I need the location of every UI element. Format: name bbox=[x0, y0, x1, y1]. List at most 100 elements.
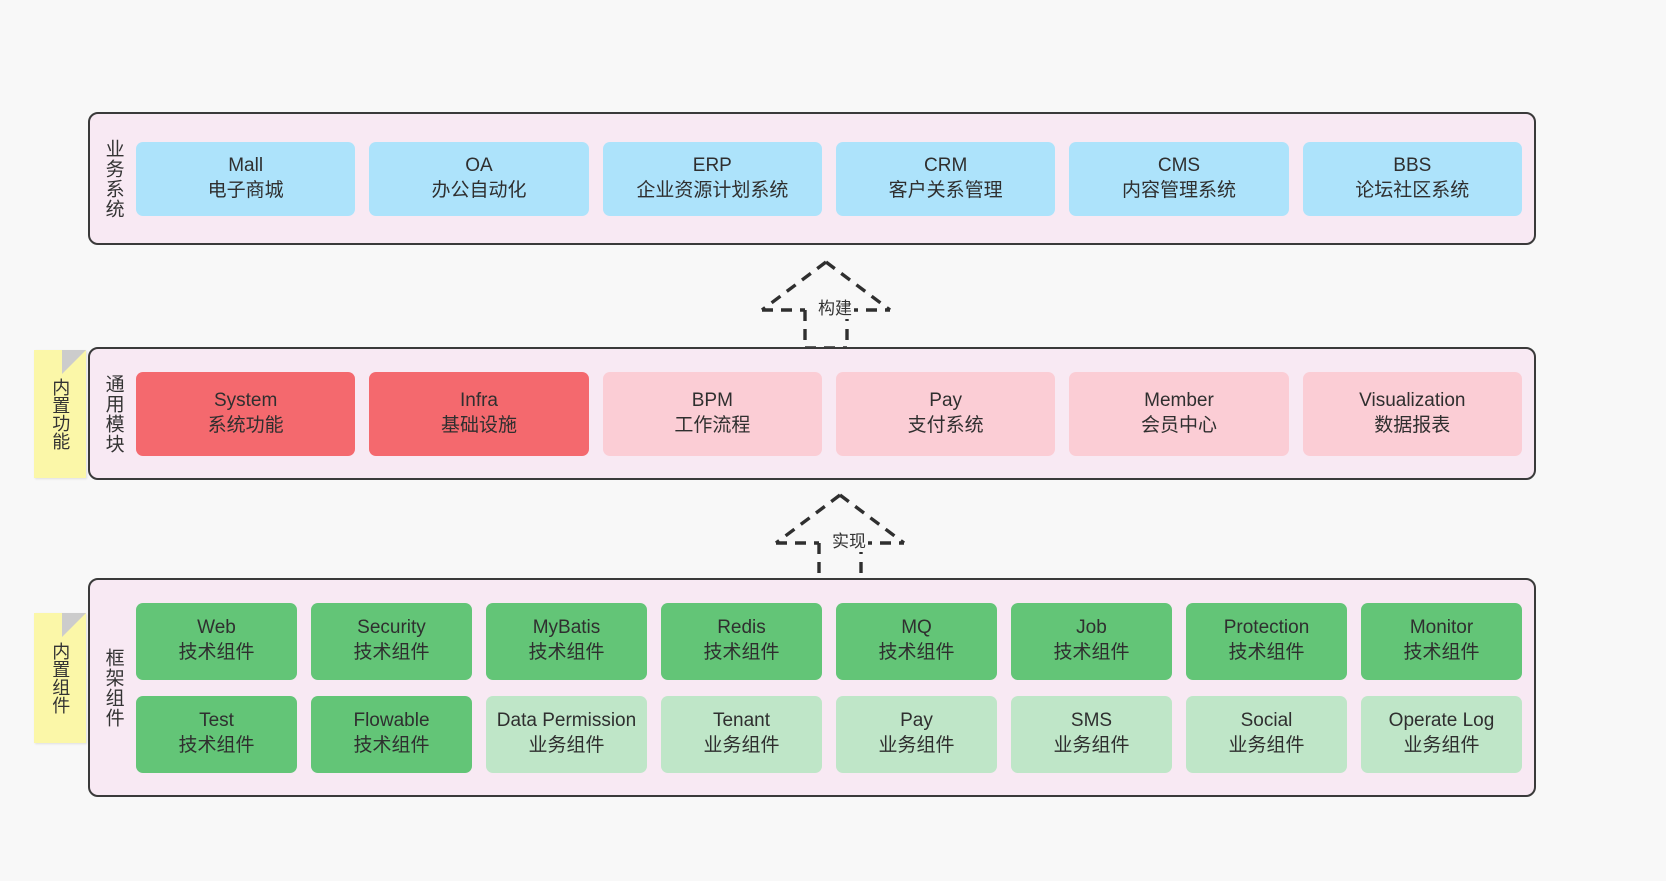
band-body-common-modules: System 系统功能 Infra 基础设施 BPM 工作流程 Pay 支付系统… bbox=[136, 349, 1534, 478]
band-business-systems: 业务系统 Mall 电子商城 OA 办公自动化 ERP 企业资源计划系统 CRM… bbox=[88, 112, 1536, 245]
card-erp[interactable]: ERP 企业资源计划系统 bbox=[602, 141, 822, 216]
card-title: Visualization bbox=[1359, 389, 1466, 411]
card-subtitle: 业务组件 bbox=[528, 735, 605, 756]
card-title: Job bbox=[1076, 617, 1107, 639]
card-subtitle: 技术组件 bbox=[1403, 642, 1480, 663]
band-common-modules: 通用模块 System 系统功能 Infra 基础设施 BPM 工作流程 Pay… bbox=[88, 347, 1536, 480]
card-operate-log[interactable]: Operate Log 业务组件 bbox=[1361, 695, 1522, 773]
connector-label-build: 构建 bbox=[816, 294, 854, 319]
band-body-framework-components: Web 技术组件 Security 技术组件 MyBatis 技术组件 Redi… bbox=[136, 580, 1534, 795]
card-row: System 系统功能 Infra 基础设施 BPM 工作流程 Pay 支付系统… bbox=[136, 371, 1522, 456]
card-subtitle: 技术组件 bbox=[353, 735, 430, 756]
card-tenant[interactable]: Tenant 业务组件 bbox=[661, 695, 822, 773]
card-subtitle: 技术组件 bbox=[1228, 642, 1305, 663]
connector-label-implement: 实现 bbox=[830, 527, 868, 552]
card-subtitle: 技术组件 bbox=[353, 642, 430, 663]
card-crm[interactable]: CRM 客户关系管理 bbox=[835, 141, 1056, 216]
card-oa[interactable]: OA 办公自动化 bbox=[369, 141, 589, 216]
card-subtitle: 基础设施 bbox=[440, 414, 517, 436]
band-title-common-modules: 通用模块 bbox=[102, 373, 124, 454]
note-label: 内置组件 bbox=[50, 642, 71, 714]
card-title: MQ bbox=[901, 617, 932, 639]
card-protection[interactable]: Protection 技术组件 bbox=[1186, 602, 1347, 680]
card-title: Social bbox=[1240, 710, 1293, 732]
card-social[interactable]: Social 业务组件 bbox=[1186, 695, 1347, 773]
card-subtitle: 论坛社区系统 bbox=[1355, 179, 1470, 201]
card-subtitle: 业务组件 bbox=[1053, 735, 1130, 756]
card-title: Test bbox=[199, 710, 234, 732]
card-title: Web bbox=[197, 617, 236, 639]
card-title: Pay bbox=[929, 389, 963, 411]
card-subtitle: 业务组件 bbox=[1403, 735, 1480, 756]
card-mq[interactable]: MQ 技术组件 bbox=[836, 602, 997, 680]
card-subtitle: 数据报表 bbox=[1374, 414, 1451, 436]
card-mybatis[interactable]: MyBatis 技术组件 bbox=[486, 602, 647, 680]
card-title: Pay bbox=[900, 710, 933, 732]
card-job[interactable]: Job 技术组件 bbox=[1011, 602, 1172, 680]
card-title: Operate Log bbox=[1388, 710, 1495, 732]
note-builtin-components: 内置组件 bbox=[34, 613, 86, 743]
card-sms[interactable]: SMS 业务组件 bbox=[1011, 695, 1172, 773]
card-title: Flowable bbox=[353, 710, 430, 732]
card-title: BPM bbox=[691, 389, 733, 411]
card-subtitle: 客户关系管理 bbox=[888, 179, 1003, 201]
note-label: 内置功能 bbox=[50, 378, 71, 450]
card-member[interactable]: Member 会员中心 bbox=[1069, 371, 1289, 456]
card-subtitle: 技术组件 bbox=[178, 735, 255, 756]
card-monitor[interactable]: Monitor 技术组件 bbox=[1361, 602, 1522, 680]
card-title: Tenant bbox=[712, 710, 771, 732]
card-title: CMS bbox=[1157, 154, 1201, 176]
card-web[interactable]: Web 技术组件 bbox=[136, 602, 297, 680]
card-subtitle: 技术组件 bbox=[1053, 642, 1130, 663]
card-test[interactable]: Test 技术组件 bbox=[136, 695, 297, 773]
card-pay-component[interactable]: Pay 业务组件 bbox=[836, 695, 997, 773]
card-row: Web 技术组件 Security 技术组件 MyBatis 技术组件 Redi… bbox=[136, 602, 1522, 680]
connector-build: 构建 bbox=[758, 258, 898, 350]
band-title-framework-components: 框架组件 bbox=[102, 647, 124, 728]
card-subtitle: 技术组件 bbox=[703, 642, 780, 663]
card-pay-module[interactable]: Pay 支付系统 bbox=[835, 371, 1056, 456]
card-bbs[interactable]: BBS 论坛社区系统 bbox=[1302, 141, 1522, 216]
card-subtitle: 业务组件 bbox=[1228, 735, 1305, 756]
card-visualization[interactable]: Visualization 数据报表 bbox=[1302, 371, 1522, 456]
card-subtitle: 系统功能 bbox=[207, 414, 284, 436]
card-subtitle: 电子商城 bbox=[207, 179, 284, 201]
card-title: Mall bbox=[228, 154, 264, 176]
card-subtitle: 技术组件 bbox=[178, 642, 255, 663]
card-mall[interactable]: Mall 电子商城 bbox=[136, 141, 356, 216]
card-title: Redis bbox=[717, 617, 766, 639]
card-title: Protection bbox=[1223, 617, 1310, 639]
card-subtitle: 技术组件 bbox=[528, 642, 605, 663]
card-subtitle: 支付系统 bbox=[907, 414, 984, 436]
card-title: OA bbox=[465, 154, 493, 176]
card-title: Security bbox=[357, 617, 426, 639]
card-title: SMS bbox=[1070, 710, 1113, 732]
card-flowable[interactable]: Flowable 技术组件 bbox=[311, 695, 472, 773]
card-security[interactable]: Security 技术组件 bbox=[311, 602, 472, 680]
card-title: Infra bbox=[459, 389, 498, 411]
card-subtitle: 工作流程 bbox=[674, 414, 751, 436]
band-title-business-systems: 业务系统 bbox=[102, 138, 124, 219]
connector-implement: 实现 bbox=[772, 491, 912, 583]
card-bpm[interactable]: BPM 工作流程 bbox=[602, 371, 822, 456]
card-row: Mall 电子商城 OA 办公自动化 ERP 企业资源计划系统 CRM 客户关系… bbox=[136, 141, 1522, 216]
card-title: Monitor bbox=[1409, 617, 1474, 639]
card-system[interactable]: System 系统功能 bbox=[136, 371, 356, 456]
card-subtitle: 会员中心 bbox=[1140, 414, 1217, 436]
card-infra[interactable]: Infra 基础设施 bbox=[369, 371, 589, 456]
card-title: BBS bbox=[1393, 154, 1432, 176]
card-subtitle: 内容管理系统 bbox=[1121, 179, 1236, 201]
card-subtitle: 业务组件 bbox=[878, 735, 955, 756]
card-subtitle: 业务组件 bbox=[703, 735, 780, 756]
card-title: MyBatis bbox=[532, 617, 601, 639]
card-subtitle: 办公自动化 bbox=[431, 179, 527, 201]
band-body-business-systems: Mall 电子商城 OA 办公自动化 ERP 企业资源计划系统 CRM 客户关系… bbox=[136, 114, 1534, 243]
band-framework-components: 框架组件 Web 技术组件 Security 技术组件 MyBatis 技术组件… bbox=[88, 578, 1536, 797]
card-cms[interactable]: CMS 内容管理系统 bbox=[1069, 141, 1289, 216]
card-data-permission[interactable]: Data Permission 业务组件 bbox=[486, 695, 647, 773]
card-title: CRM bbox=[924, 154, 968, 176]
note-builtin-features: 内置功能 bbox=[34, 350, 86, 478]
card-redis[interactable]: Redis 技术组件 bbox=[661, 602, 822, 680]
card-title: Data Permission bbox=[496, 710, 637, 732]
